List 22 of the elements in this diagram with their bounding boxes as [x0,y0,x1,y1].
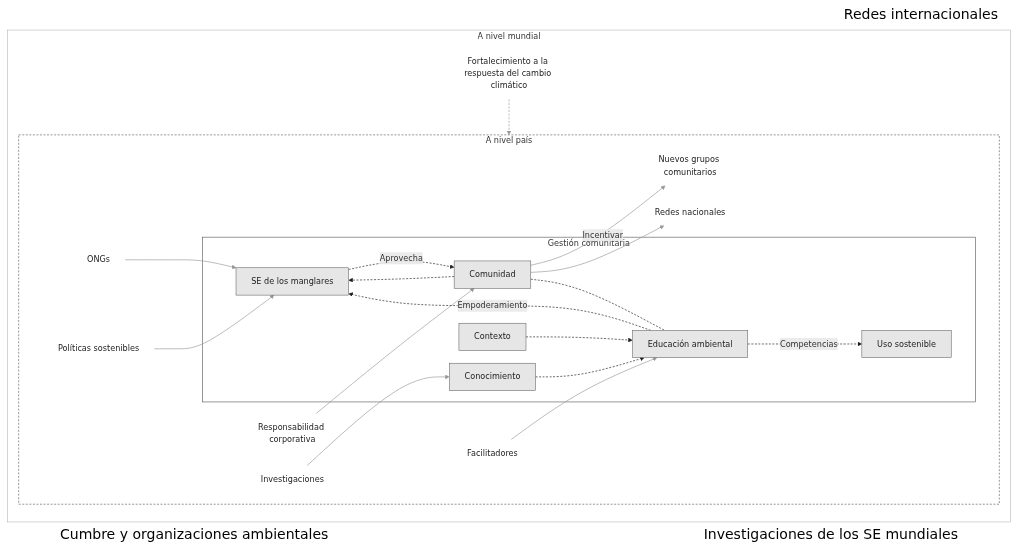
edge-label: Empoderamiento [457,300,528,311]
note-text: Investigaciones de los SE mundiales [703,526,958,544]
edge-label: Aprovecha [379,253,423,263]
node-text: ONGs [87,254,110,265]
node-text: Políticas sostenibles [57,343,140,354]
connector [530,278,665,331]
node-box: Conocimiento [449,362,536,391]
node-text: Responsabilidad corporativa [258,421,325,444]
note-text: Redes internacionales [843,6,998,24]
node-text: Nuevos grupos comunitarios [658,154,720,177]
node-box: Educación ambiental [632,330,748,358]
node-box: Comunidad [453,260,532,289]
edge-label: Incentivar [582,230,624,240]
note-text: Cumbre y organizaciones ambientales [60,526,329,544]
edge-label: Competencias [779,338,838,349]
node-text: Facilitadores [467,448,518,458]
node-box: SE de los manglares [235,267,349,296]
node-text: Investigaciones [260,474,324,484]
node-text: Redes nacionales [654,207,726,217]
node-box: Contexto [458,322,527,351]
node-box: Uso sostenible [861,330,952,358]
node-text: Fortalecimiento a la respuesta del cambio climático [464,56,552,91]
